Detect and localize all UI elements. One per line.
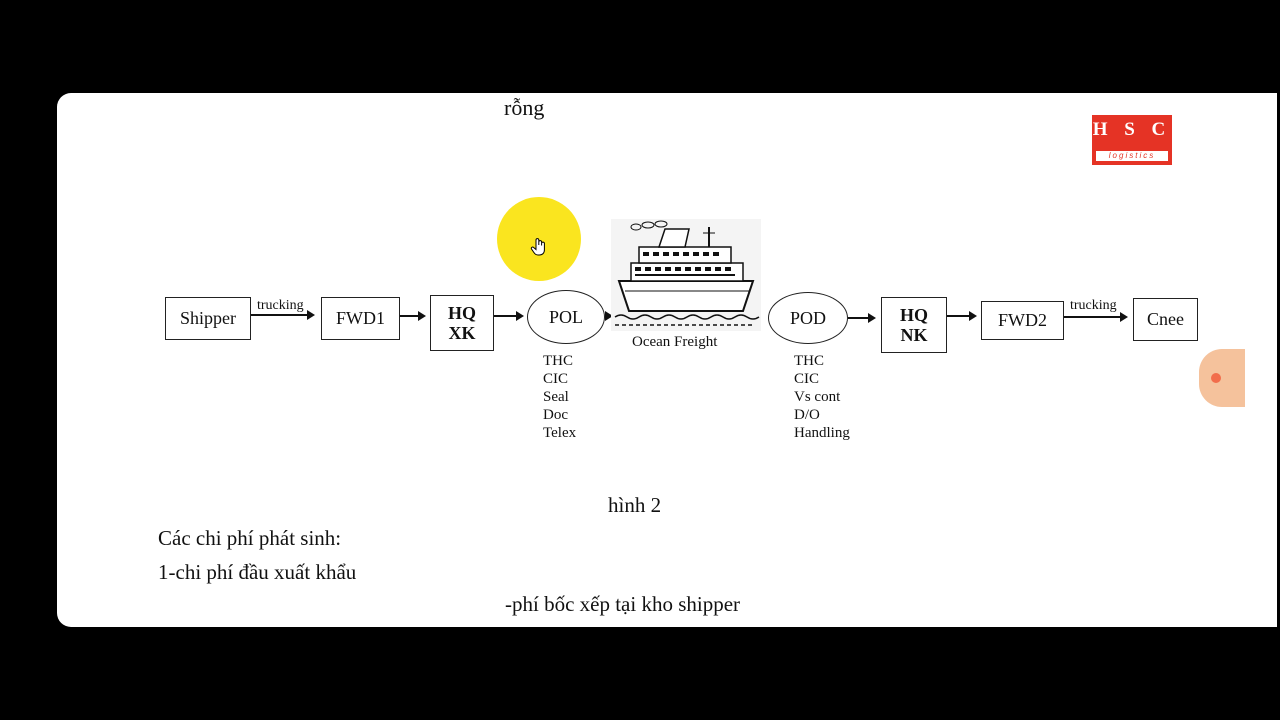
body-line-1: Các chi phí phát sinh: xyxy=(158,526,342,550)
pod-oval: POD xyxy=(768,292,848,344)
pod_costs-item: CIC xyxy=(794,371,820,387)
fwd1-box: FWD1 xyxy=(321,297,400,340)
pod_costs-item: Handling xyxy=(794,425,850,441)
arrow-hqnk-fwd2 xyxy=(947,311,977,321)
arrow-fwd2-cnee xyxy=(1064,312,1128,322)
fwd2-box: FWD2 xyxy=(981,301,1064,340)
hq-xk-line1: HQ xyxy=(447,303,476,323)
shipper-box: Shipper xyxy=(165,297,251,340)
arrow-pod-hqnk xyxy=(848,313,876,323)
pod_costs-item: D/O xyxy=(794,407,820,423)
hq-xk-box: HQ XK xyxy=(430,295,494,351)
hsc-logo: H S C logistics xyxy=(1092,115,1172,165)
body-line-2: 1-chi phí đầu xuất khẩu xyxy=(158,560,357,584)
pol-oval: POL xyxy=(527,290,605,344)
figure-caption: hình 2 xyxy=(608,493,662,517)
hq-nk-box: HQ NK xyxy=(881,297,947,353)
logo-title: H S C xyxy=(1092,119,1172,140)
arrow-hqxk-pol xyxy=(494,311,524,321)
pod_costs-item: Vs cont xyxy=(794,389,841,405)
floating-record-button[interactable] xyxy=(1199,349,1245,407)
body-line-3: -phí bốc xếp tại kho shipper xyxy=(505,592,741,616)
arrow-pol-ship xyxy=(605,311,613,321)
pol_costs-item: Telex xyxy=(543,425,577,441)
hand-cursor-icon xyxy=(530,238,545,256)
pod_costs-item: THC xyxy=(794,353,824,369)
pol_costs-item: Seal xyxy=(543,389,569,405)
trucking-label-right: trucking xyxy=(1070,298,1117,313)
hq-xk-line2: XK xyxy=(448,323,476,343)
hq-nk-line2: NK xyxy=(900,325,928,345)
logo-subtitle: logistics xyxy=(1096,151,1168,161)
ocean-freight-caption: Ocean Freight xyxy=(632,334,718,350)
hq-nk-line1: HQ xyxy=(899,305,928,325)
pol_costs-item: CIC xyxy=(543,371,569,387)
arrow-shipper-fwd1 xyxy=(251,310,315,320)
pol_costs-item: Doc xyxy=(543,407,568,423)
arrow-fwd1-hqxk xyxy=(400,311,426,321)
top-text: rỗng xyxy=(504,95,545,120)
cnee-box: Cnee xyxy=(1133,298,1198,341)
trucking-label-left: trucking xyxy=(257,298,304,313)
ship-icon xyxy=(611,219,761,331)
pol_costs-item: THC xyxy=(543,353,573,369)
document-page: rỗng H S C logistics Shipper trucking FW… xyxy=(57,93,1277,627)
